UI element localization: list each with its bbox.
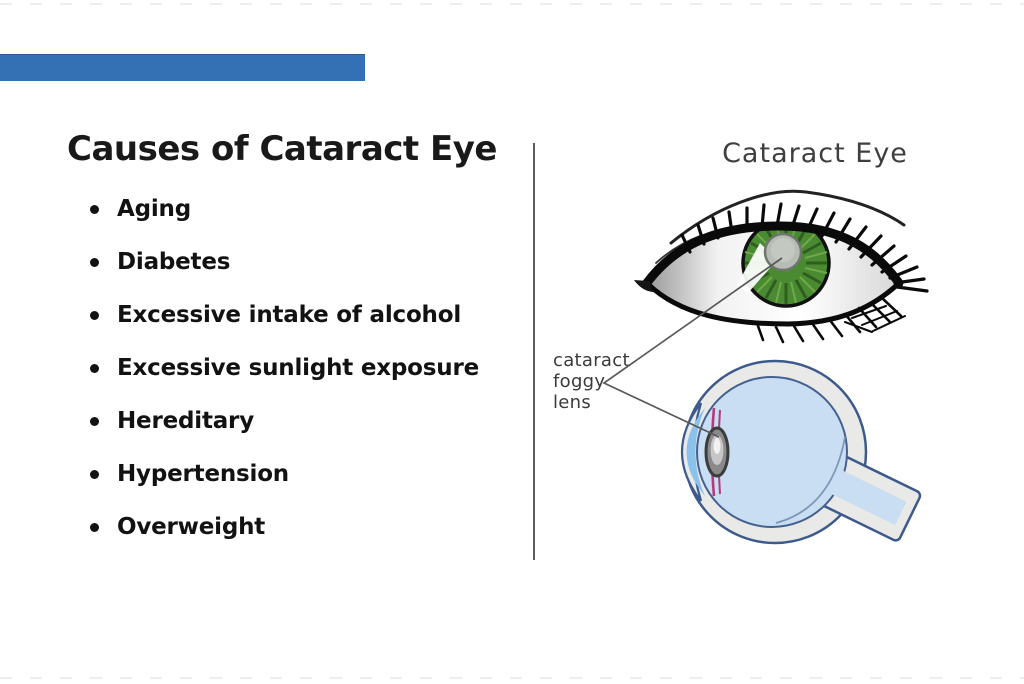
lower-eyelid	[645, 281, 901, 327]
eyeball-cross-section	[681, 359, 922, 545]
bullet-label: Excessive intake of alcohol	[117, 301, 462, 328]
cloudy-pupil	[763, 232, 803, 272]
list-item: Excessive sunlight exposure	[90, 341, 479, 394]
tear-duct	[634, 280, 653, 292]
bullet-label: Hereditary	[117, 407, 254, 434]
bullet-dot	[90, 204, 99, 214]
bullet-dot	[90, 416, 99, 426]
list-item: Diabetes	[90, 235, 479, 288]
sclera-ring	[682, 359, 868, 545]
list-item: Excessive intake of alcohol	[90, 288, 479, 341]
iris-streaks-light	[744, 227, 828, 304]
foggy-lens	[704, 426, 730, 478]
list-item: Hypertension	[90, 447, 479, 500]
page-title: Causes of Cataract Eye	[67, 128, 497, 169]
bullet-dot	[90, 310, 99, 320]
list-item: Hereditary	[90, 394, 479, 447]
bullet-dot	[90, 257, 99, 267]
cataract-foggy-lens-label: cataract foggy lens	[553, 350, 630, 413]
callout-line: lens	[553, 392, 592, 413]
eyebrow-inner-line	[655, 235, 701, 264]
list-item: Overweight	[90, 500, 479, 553]
callout-line: cataract	[553, 350, 630, 371]
optic-nerve	[808, 450, 922, 542]
iris	[741, 227, 831, 308]
iris-streaks-dark	[745, 227, 827, 304]
list-item: Aging	[90, 182, 479, 235]
iris-pink-line	[710, 407, 716, 497]
callout-line: foggy	[553, 371, 606, 392]
cataract-eye-illustration	[634, 189, 929, 344]
bullet-label: Diabetes	[117, 248, 231, 275]
retina-arc	[775, 436, 846, 524]
pointer-lines	[602, 257, 783, 438]
cornea-outer	[681, 402, 703, 502]
accent-bar	[0, 54, 365, 81]
upper-eyelashes	[680, 202, 929, 293]
reflection-wedge	[737, 243, 777, 293]
bottom-dashed-line	[0, 677, 1024, 679]
causes-list: Aging Diabetes Excessive intake of alcoh…	[90, 182, 479, 553]
optic-nerve-channel	[814, 462, 907, 526]
bullet-dot	[90, 363, 99, 373]
bullet-label: Aging	[117, 195, 191, 222]
lower-eyelashes	[756, 295, 903, 344]
iris-pink-line	[717, 409, 721, 495]
bullet-label: Overweight	[117, 513, 266, 540]
bullet-dot	[90, 522, 99, 532]
bullet-label: Hypertension	[117, 460, 289, 487]
cornea-blue	[686, 408, 705, 496]
diagram-heading: Cataract Eye	[722, 138, 908, 169]
lower-lash-crosshatch	[844, 305, 906, 333]
top-dashed-line	[0, 3, 1024, 5]
eyebrow	[669, 189, 906, 245]
vertical-divider	[533, 143, 535, 560]
bullet-label: Excessive sunlight exposure	[117, 354, 479, 381]
eye-white	[648, 227, 897, 323]
vitreous	[696, 376, 848, 528]
bullet-dot	[90, 469, 99, 479]
upper-eyelid	[641, 221, 904, 289]
cloudy-pupil-core	[771, 238, 795, 262]
